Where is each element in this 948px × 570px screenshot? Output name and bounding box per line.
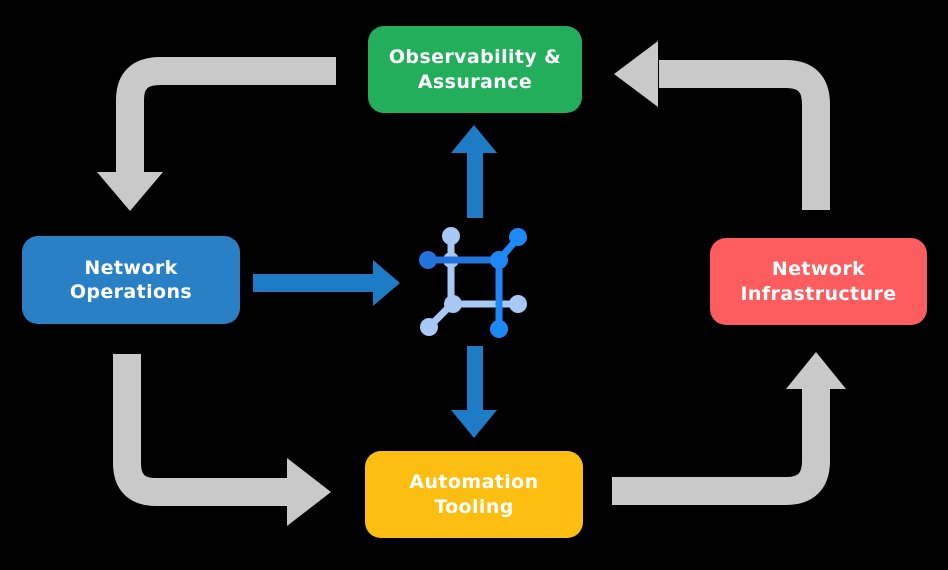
arrow-observability-to-operations bbox=[116, 57, 336, 173]
node-label-line: Assurance bbox=[417, 70, 533, 93]
node-label-line: Tooling bbox=[434, 495, 514, 518]
arrow-operations-to-center-icon bbox=[253, 260, 400, 306]
arrow-automation-to-infrastructure bbox=[612, 389, 830, 505]
arrow-infrastructure-to-observability bbox=[659, 60, 830, 210]
arrow-center-to-automation-icon bbox=[451, 346, 497, 438]
node-automation-tooling: Automation Tooling bbox=[365, 451, 583, 538]
node-network-infrastructure: Network Infrastructure bbox=[710, 238, 927, 325]
node-label-line: Observability & bbox=[388, 46, 562, 69]
node-label-line: Automation bbox=[409, 471, 539, 494]
cycle-arrow-heads bbox=[97, 41, 846, 526]
arrowhead-down-icon bbox=[97, 172, 163, 211]
arrowhead-left-icon bbox=[614, 41, 658, 107]
node-observability-assurance: Observability & Assurance bbox=[368, 26, 582, 113]
icon-bright-nodes bbox=[490, 228, 527, 338]
node-label-line: Network bbox=[84, 256, 178, 279]
icon-medium-nodes bbox=[419, 251, 437, 269]
node-label-line: Operations bbox=[69, 281, 193, 303]
arrow-operations-to-automation bbox=[113, 354, 288, 506]
node-label-line: Network bbox=[771, 258, 866, 281]
cycle-arrow-shafts bbox=[113, 57, 830, 506]
arrow-center-to-observability-icon bbox=[451, 125, 497, 218]
network-topology-icon bbox=[419, 227, 527, 338]
center-arrows bbox=[253, 125, 497, 438]
node-label-line: Infrastructure bbox=[740, 282, 897, 305]
arrowhead-right-icon bbox=[287, 458, 331, 526]
node-network-operations: Network Operations bbox=[22, 236, 240, 324]
arrowhead-up-icon bbox=[786, 352, 846, 389]
